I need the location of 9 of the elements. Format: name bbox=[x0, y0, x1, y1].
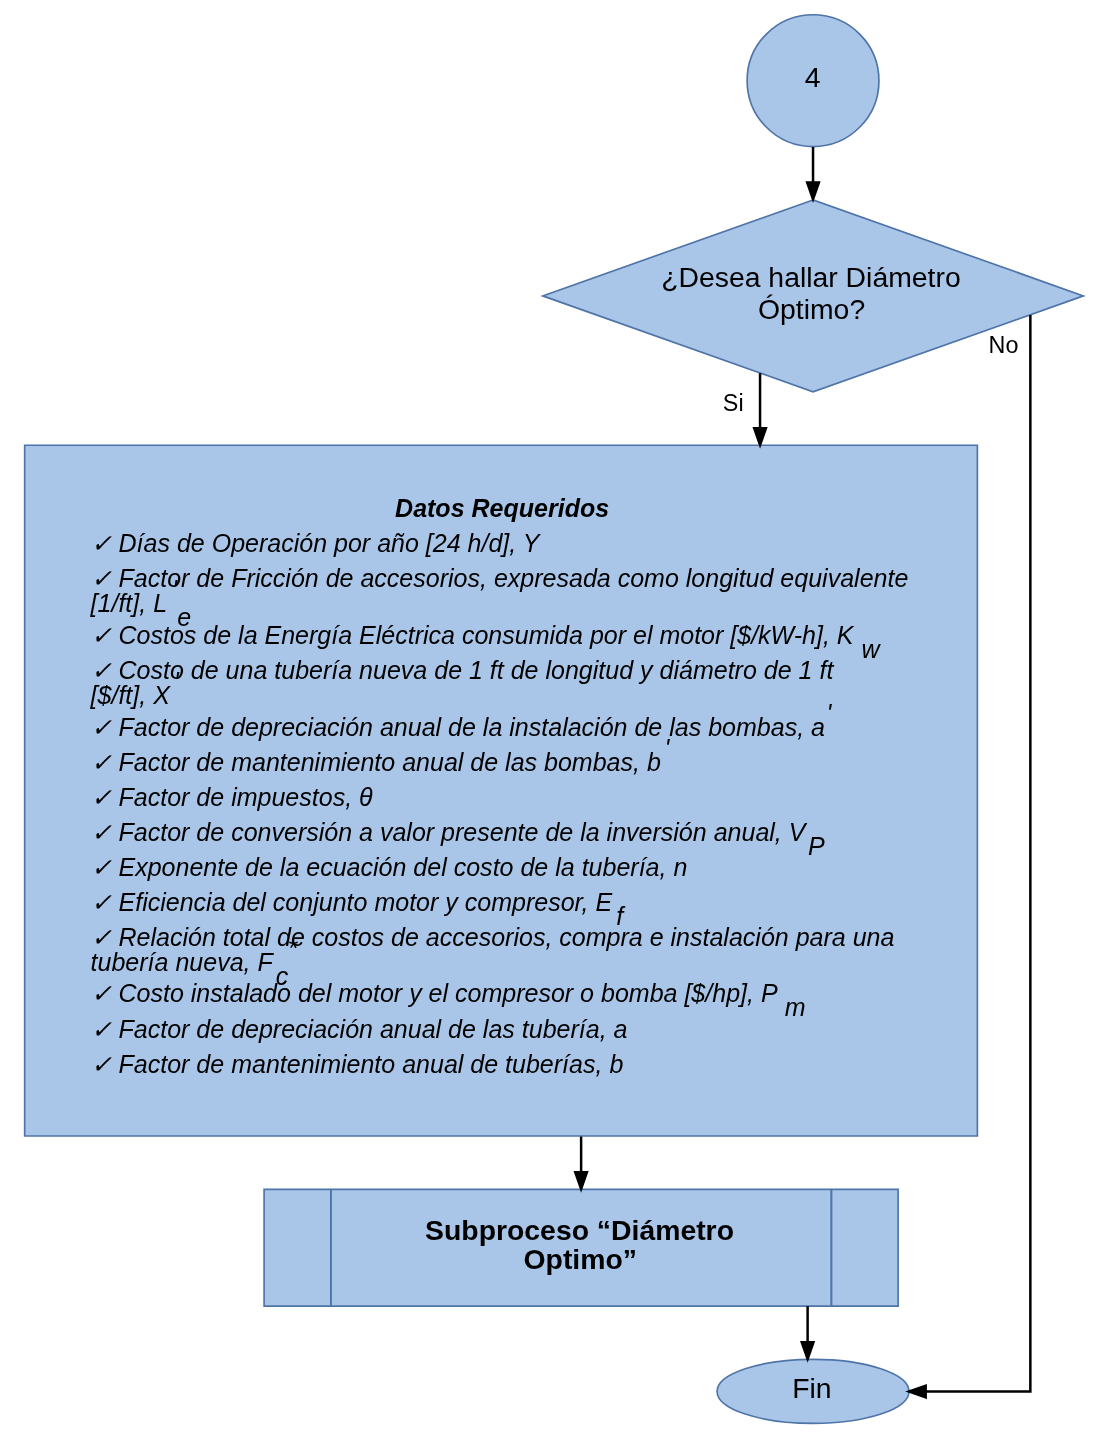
arrow bbox=[904, 314, 1032, 1400]
arrow bbox=[799, 1306, 815, 1363]
arrow bbox=[804, 147, 821, 204]
arrow bbox=[751, 373, 768, 449]
edge-label: Si bbox=[722, 390, 744, 417]
edge-label: No bbox=[988, 332, 1018, 359]
node-circle: 4 bbox=[745, 13, 880, 148]
arrow bbox=[573, 1136, 589, 1193]
node-ellipse: Fin bbox=[715, 1358, 910, 1425]
